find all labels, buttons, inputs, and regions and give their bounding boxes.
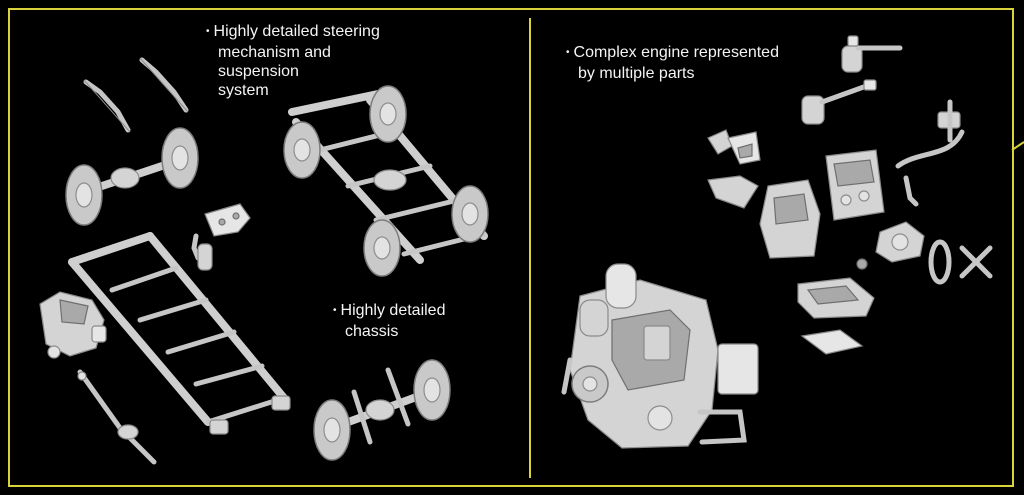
caption-steering: •Highly detailed steering mechanism and … bbox=[206, 22, 380, 100]
caption-chassis-line2: chassis bbox=[345, 323, 399, 340]
steering-column-part bbox=[77, 369, 157, 465]
coolant-pipe-part bbox=[895, 129, 965, 169]
mount-plate-part bbox=[800, 329, 864, 355]
oil-pan-part bbox=[797, 277, 875, 319]
muffler-part bbox=[191, 233, 213, 271]
caption-steering-line1: Highly detailed steering bbox=[213, 23, 380, 40]
caption-engine-line1: Complex engine represented bbox=[573, 44, 779, 61]
bare-frame-part bbox=[68, 232, 291, 435]
cylinder-head-part bbox=[825, 149, 885, 221]
rear-axle-assembly bbox=[313, 359, 451, 461]
caption-steering-line3: suspension bbox=[218, 63, 299, 80]
hose-part bbox=[903, 175, 919, 207]
assembled-engine-part bbox=[561, 263, 759, 449]
oil-filter-part bbox=[801, 79, 877, 125]
bracket-part-2 bbox=[727, 131, 761, 165]
panel-divider bbox=[529, 18, 531, 478]
caption-engine: •Complex engine represented by multiple … bbox=[566, 43, 779, 83]
leaf-spring-left bbox=[83, 79, 131, 133]
caption-steering-line2: mechanism and bbox=[218, 44, 331, 61]
bracket-part-1 bbox=[707, 129, 733, 155]
skid-plate-part bbox=[204, 203, 251, 237]
fan-bracket-part bbox=[856, 221, 925, 270]
caption-steering-line4: system bbox=[218, 82, 269, 99]
caption-chassis-line1: Highly detailed bbox=[340, 302, 446, 319]
fan-belt-part bbox=[928, 239, 952, 285]
intake-manifold-part bbox=[759, 179, 821, 259]
caption-chassis: •Highly detailed chassis bbox=[333, 301, 445, 341]
leaf-spring-right bbox=[139, 57, 189, 113]
bullet-icon: • bbox=[566, 47, 570, 58]
front-axle-assembly bbox=[65, 127, 199, 226]
caption-engine-line2: by multiple parts bbox=[578, 65, 695, 82]
timing-cover-part bbox=[707, 175, 759, 209]
fan-part bbox=[959, 245, 993, 279]
yellow-frame bbox=[8, 8, 1014, 487]
bullet-icon: • bbox=[206, 26, 210, 37]
gearbox-part bbox=[39, 291, 107, 359]
distributor-part bbox=[937, 99, 961, 143]
air-cleaner-part bbox=[841, 35, 903, 73]
edge-line-fragment bbox=[1011, 141, 1024, 151]
assembled-chassis-part bbox=[283, 85, 489, 277]
bullet-icon: • bbox=[333, 305, 337, 316]
